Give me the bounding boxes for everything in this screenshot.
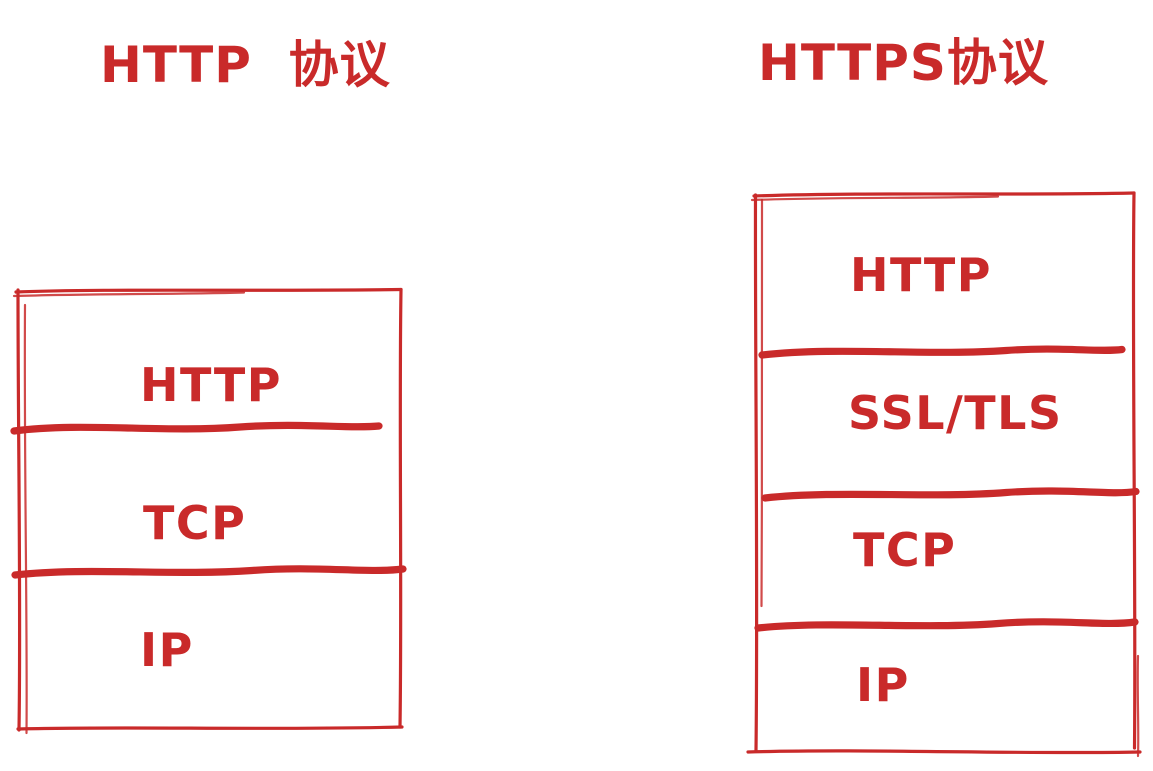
layer-label-http: HTTP (140, 358, 283, 412)
layer-label-ssl-tls: SSL/TLS (848, 386, 1063, 440)
box-sketch-top-double (750, 195, 1000, 202)
layer-divider (754, 618, 1139, 632)
box-border-right (1131, 191, 1137, 750)
layer-label-tcp: TCP (143, 496, 247, 550)
box-border-right (398, 287, 403, 729)
box-sketch-right-double (1136, 654, 1140, 758)
box-sketch-left-double (760, 198, 764, 608)
box-border-top (14, 287, 403, 294)
https-stack-title: HTTPS协议 (758, 34, 1049, 92)
box-sketch-top-double (12, 291, 246, 298)
layer-divider (11, 565, 407, 579)
http-stack-title: HTTP 协议 (100, 36, 391, 94)
layer-divider (10, 421, 383, 435)
box-border-top (752, 191, 1136, 198)
box-border-bottom (16, 725, 404, 731)
http-stack-box: HTTP TCP IP (10, 283, 407, 738)
layer-label-tcp: TCP (853, 523, 957, 577)
box-sketch-left-double (23, 303, 28, 735)
layer-divider (761, 487, 1140, 502)
https-stack-sketch (746, 191, 1142, 758)
layer-label-ip: IP (856, 658, 910, 712)
layer-label-ip: IP (140, 623, 194, 677)
https-stack-box: HTTP SSL/TLS TCP IP (746, 186, 1143, 758)
box-border-left (753, 193, 759, 752)
layer-divider (758, 345, 1126, 359)
http-stack-sketch (10, 287, 407, 735)
layer-label-http: HTTP (850, 248, 993, 302)
box-border-left (16, 288, 22, 732)
box-border-bottom (746, 749, 1142, 755)
